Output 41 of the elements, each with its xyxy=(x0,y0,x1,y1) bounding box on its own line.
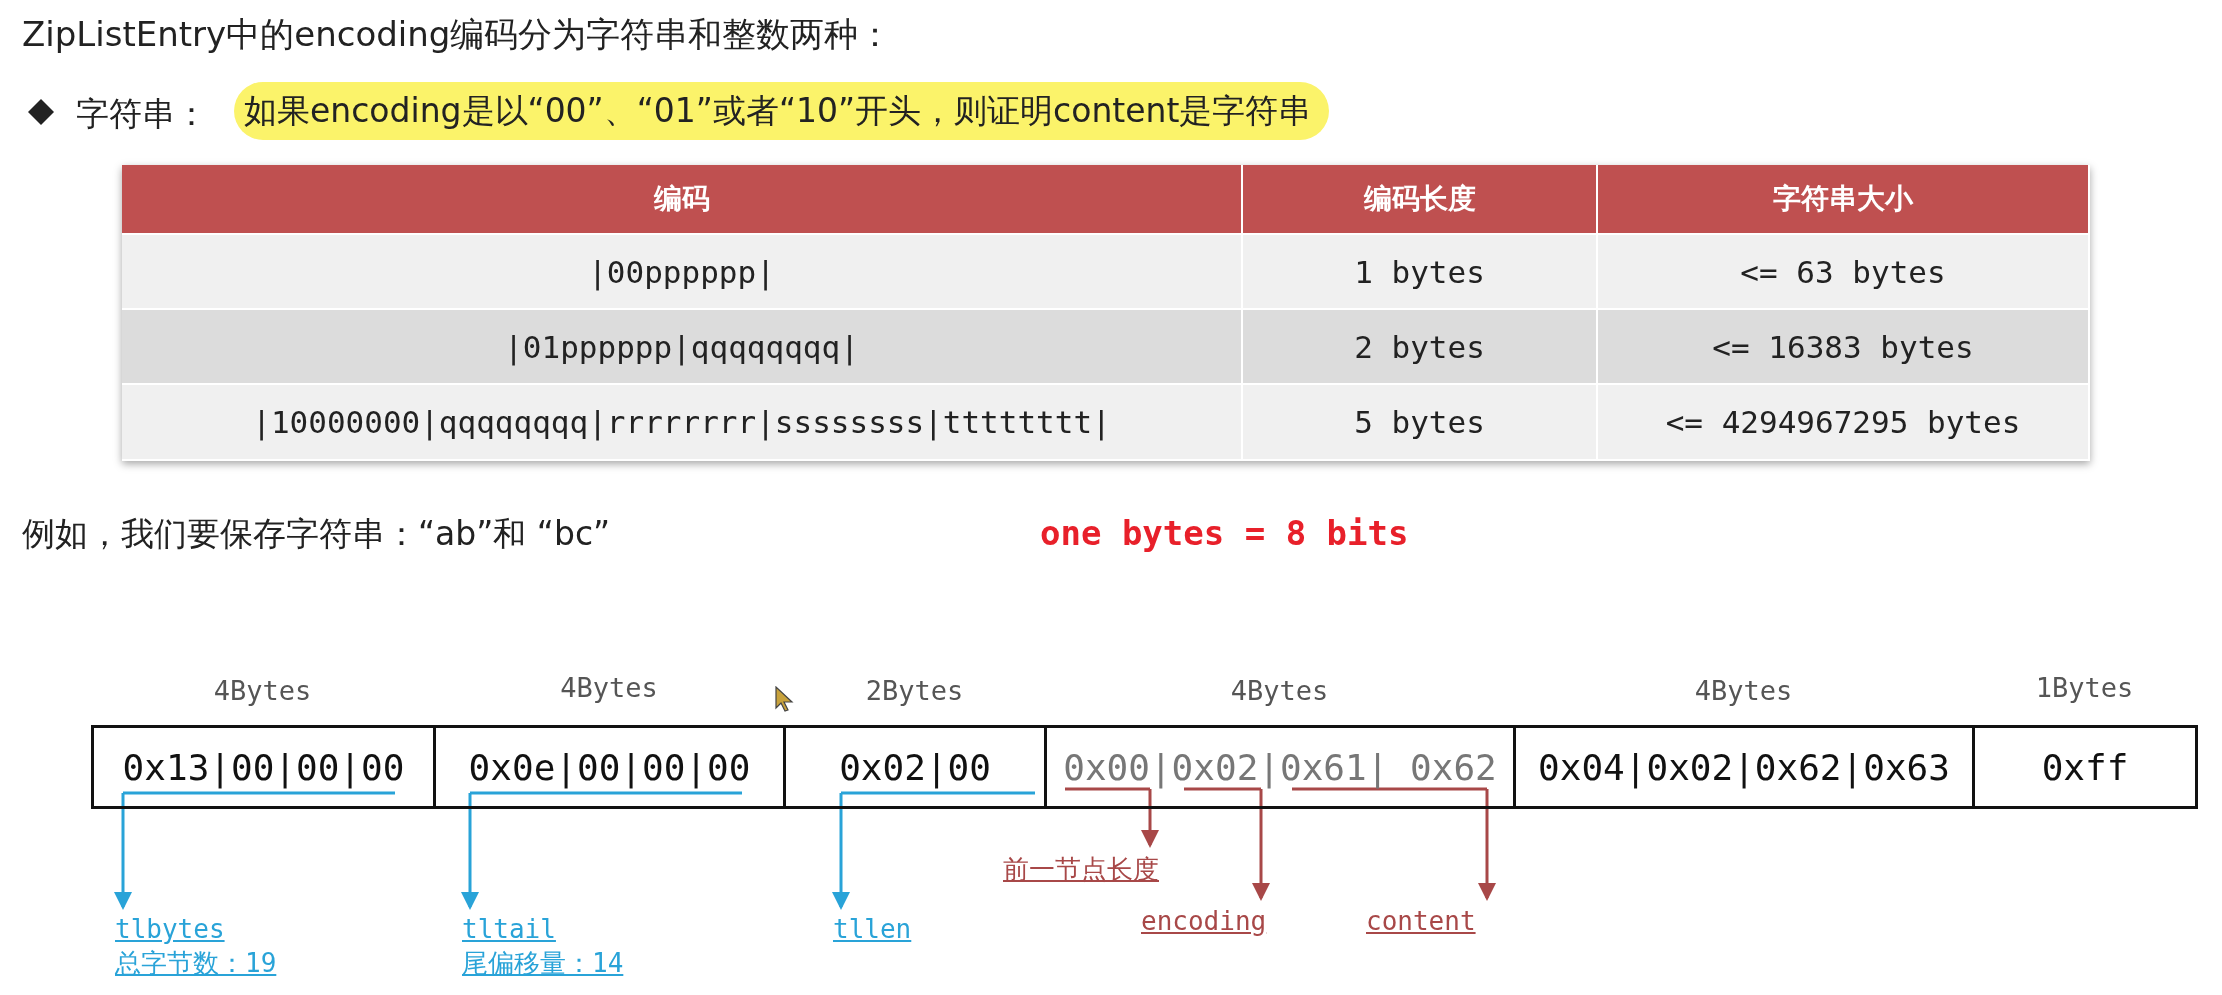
annotation-label: encoding xyxy=(1141,905,1267,938)
annotation-label: tlbytes xyxy=(115,913,226,946)
table-cell: |01pppppp|qqqqqqqq| xyxy=(122,310,1243,385)
note-text: one bytes = 8 bits xyxy=(1040,513,1409,553)
bullet-text: 字符串： xyxy=(76,93,208,135)
table-cell: <= 4294967295 bytes xyxy=(1598,385,2090,461)
annotation-label: 尾偏移量：14 xyxy=(462,947,624,980)
leader-line xyxy=(1182,787,1270,901)
byte-cell: 0x0e|00|00|00 xyxy=(433,725,786,809)
header-cell: 字符串大小 xyxy=(1598,165,2090,235)
size-label: 4Bytes xyxy=(560,672,658,703)
size-label: 4Bytes xyxy=(1694,675,1793,706)
table-cell: 5 bytes xyxy=(1243,385,1598,461)
table-cell: 1 bytes xyxy=(1243,235,1598,310)
byte-cell: 0x13|00|00|00 xyxy=(91,725,436,809)
table-cell: 2 bytes xyxy=(1243,310,1598,385)
leader-line xyxy=(1290,787,1496,901)
heading-text: ZipListEntry中的encoding编码分为字符串和整数两种： xyxy=(22,13,893,56)
header-cell: 编码长度 xyxy=(1243,165,1598,235)
table-cell: |00pppppp| xyxy=(122,235,1243,310)
highlighted-text: 如果encoding是以“00”、“01”或者“10”开头，则证明content是字符串 xyxy=(234,82,1330,140)
size-label: 2Bytes xyxy=(865,675,964,706)
leader-line xyxy=(832,791,1037,910)
table-cell: |10000000|qqqqqqqq|rrrrrrrr|ssssssss|tttttttt| xyxy=(122,385,1243,461)
annotation-label: tltail xyxy=(462,913,557,946)
size-label: 1Bytes xyxy=(2035,672,2134,703)
byte-cell: 0x00|0x02|0x61| 0x62 xyxy=(1044,725,1516,809)
example-text: 例如，我们要保存字符串：“ab”和 “bc” xyxy=(22,513,611,555)
byte-cell: 0x02|00 xyxy=(783,725,1047,809)
header-cell: 编码 xyxy=(122,165,1243,235)
byte-cell: 0xff xyxy=(1972,725,2198,809)
leader-line xyxy=(114,791,397,910)
size-label: 4Bytes xyxy=(1230,675,1329,706)
leader-line xyxy=(1063,787,1159,848)
size-label: 4Bytes xyxy=(213,675,312,706)
annotation-label: tllen xyxy=(833,913,912,946)
table-cell: <= 16383 bytes xyxy=(1598,310,2090,385)
annotation-label: content xyxy=(1366,905,1476,938)
byte-cell: 0x04|0x02|0x62|0x63 xyxy=(1513,725,1975,809)
leader-line xyxy=(461,791,744,910)
table-cell: <= 63 bytes xyxy=(1598,235,2090,310)
